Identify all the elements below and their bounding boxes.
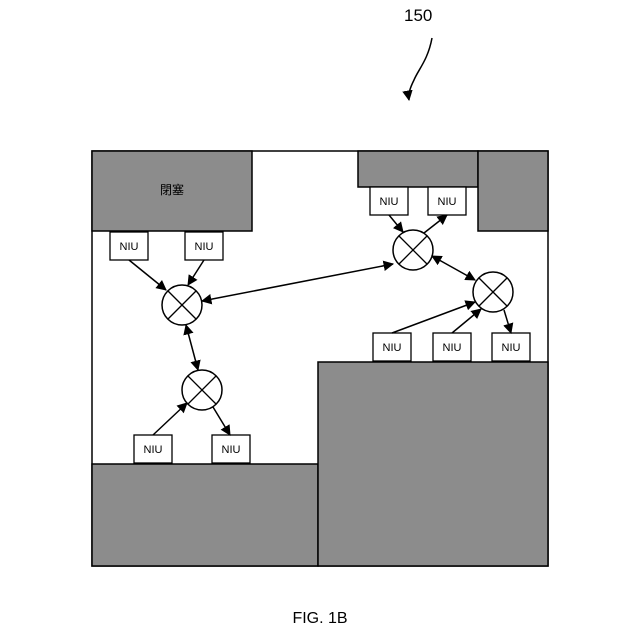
niu-right-3: NIU [492,333,530,361]
block-bottom-left [92,464,318,566]
router-right [473,272,513,312]
niu-label: NIU [380,196,399,208]
niu-label: NIU [443,342,462,354]
niu-bottom-left-1: NIU [134,435,172,463]
block-bottom-right [318,362,548,566]
niu-label: NIU [438,196,457,208]
niu-label: NIU [222,444,241,456]
router-left-upper [162,285,202,325]
niu-label: NIU [195,241,214,253]
niu-top-left-1: NIU [110,232,148,260]
reference-leader-arrow [409,38,432,100]
router-top-right [393,230,433,270]
niu-right-1: NIU [373,333,411,361]
niu-label: NIU [502,342,521,354]
niu-top-left-2: NIU [185,232,223,260]
block-top-middle [358,151,478,187]
niu-top-middle-2: NIU [428,187,466,215]
niu-label: NIU [144,444,163,456]
block-label: 閉塞 [160,182,184,197]
niu-right-2: NIU [433,333,471,361]
block-top-right [478,151,548,231]
figure-caption: FIG. 1B [0,610,640,628]
niu-bottom-left-2: NIU [212,435,250,463]
router-left-lower [182,370,222,410]
niu-top-middle-1: NIU [370,187,408,215]
niu-label: NIU [383,342,402,354]
niu-label: NIU [120,241,139,253]
